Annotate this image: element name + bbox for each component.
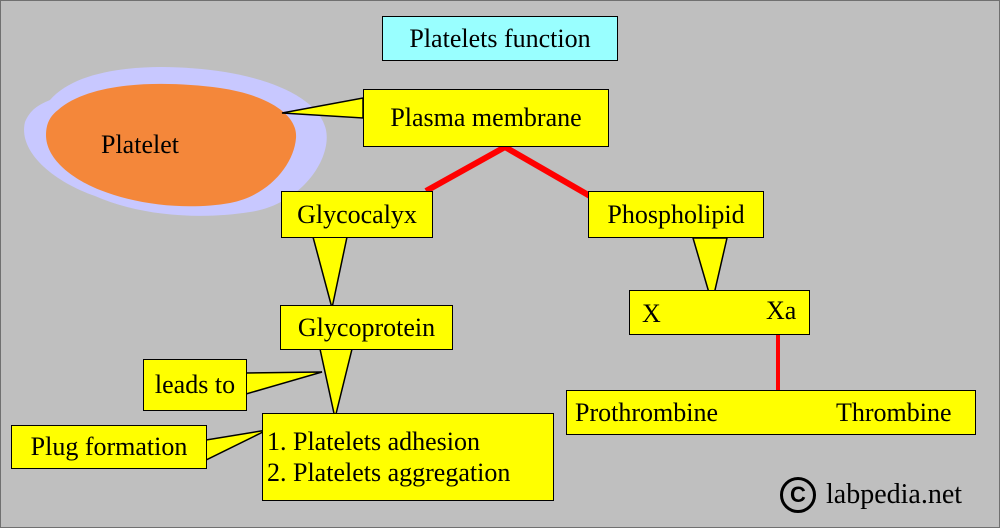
factor-x-label: X: [642, 299, 661, 328]
plasma-membrane-label: Plasma membrane: [390, 103, 582, 133]
coagulation-box: [566, 390, 976, 435]
watermark-text: labpedia.net: [826, 479, 963, 510]
platelet-functions-box: 1. Platelets adhesion 2. Platelets aggre…: [262, 413, 554, 501]
plug-formation-box: Plug formation: [11, 425, 207, 469]
thrombine-label: Thrombine: [836, 398, 952, 427]
connector-membrane-phospholipid: [503, 144, 592, 199]
leads-to-callout-pointer: [245, 371, 323, 395]
page-title: Platelets function: [409, 23, 591, 53]
glycocalyx-label: Glycocalyx: [297, 199, 417, 229]
glycocalyx-box: Glycocalyx: [281, 191, 433, 238]
platelet-label: Platelet: [101, 130, 179, 159]
glycoprotein-label: Glycoprotein: [297, 312, 436, 342]
connector-membrane-glycocalyx: [424, 144, 507, 194]
leads-to-box: leads to: [143, 359, 247, 411]
glycoprotein-callout-pointer: [319, 348, 353, 419]
glycocalyx-callout-pointer: [312, 236, 348, 309]
factor-xa-label: Xa: [766, 296, 797, 325]
phospholipid-callout-pointer: [691, 237, 728, 306]
factor-x-box: [629, 290, 810, 335]
title-box: Platelets function: [382, 16, 618, 61]
function-aggregation: 2. Platelets aggregation: [267, 458, 511, 487]
plug-formation-callout-pointer: [205, 429, 268, 462]
function-adhesion: 1. Platelets adhesion: [267, 426, 481, 456]
copyright-icon: C: [780, 477, 816, 513]
prothrombine-label: Prothrombine: [575, 398, 718, 427]
phospholipid-label: Phospholipid: [607, 199, 745, 229]
watermark: C labpedia.net: [780, 477, 962, 513]
platelet-body: [46, 83, 297, 207]
plasma-membrane-box: Plasma membrane: [363, 89, 609, 147]
plug-formation-label: Plug formation: [30, 432, 188, 462]
phospholipid-box: Phospholipid: [588, 191, 764, 238]
leads-to-label: leads to: [154, 370, 236, 400]
glycoprotein-box: Glycoprotein: [280, 305, 453, 350]
